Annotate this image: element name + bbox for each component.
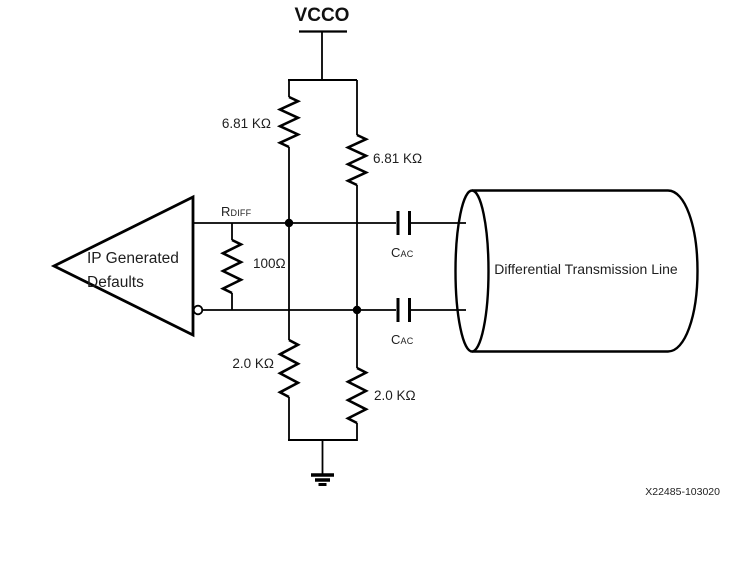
transmission-line-cylinder: Differential Transmission Line [454,189,699,353]
pullup-resistor-right-label: 6.81 KΩ [373,151,422,166]
left-branch [276,80,302,441]
transmission-line-label: Differential Transmission Line [494,261,678,277]
cylinder-end-ellipse [454,189,490,353]
right-branch [344,80,370,441]
driver-label-line2: Defaults [87,274,144,291]
junction-dot-bottom [352,305,362,315]
figure-id: X22485-103020 [645,486,720,498]
pulldown-resistor-left [277,338,301,399]
coupling-capacitor-top [396,211,411,235]
inversion-bubble [192,304,204,316]
pulldown-resistor-left-label: 2.0 KΩ [232,356,274,371]
driver-buffer: IP Generated Defaults [50,194,204,338]
rdiff-label-main: R [221,204,230,219]
vcco-label: VCCO [295,5,350,26]
driver-label-line1: IP Generated [87,250,179,267]
cylinder-body [472,189,699,353]
pulldown-resistor-right-label: 2.0 KΩ [374,388,416,403]
termination-resistor-label: 100Ω [253,256,286,271]
junction-dot-top [284,218,294,228]
pullup-resistor-left-label: 6.81 KΩ [222,116,271,131]
coupling-capacitor-bottom [396,298,411,322]
termination-resistor-zigzag [220,238,244,295]
pulldown-resistor-right [345,366,369,425]
cac-bottom-label-main: C [391,332,400,347]
pullup-resistor-left [276,95,302,149]
rdiff-label-subscript: DIFF [231,208,252,218]
cac-bottom-label-subscript: AC [401,336,414,346]
signal-wires [194,222,466,311]
driver-triangle-symbol [50,194,195,338]
ground-symbol [288,439,357,486]
pullup-resistor-right [344,133,370,187]
cac-top-label-subscript: AC [401,249,414,259]
vcco-power-rail [288,30,357,81]
cac-top-label-main: C [391,245,400,260]
termination-resistor [220,223,244,310]
